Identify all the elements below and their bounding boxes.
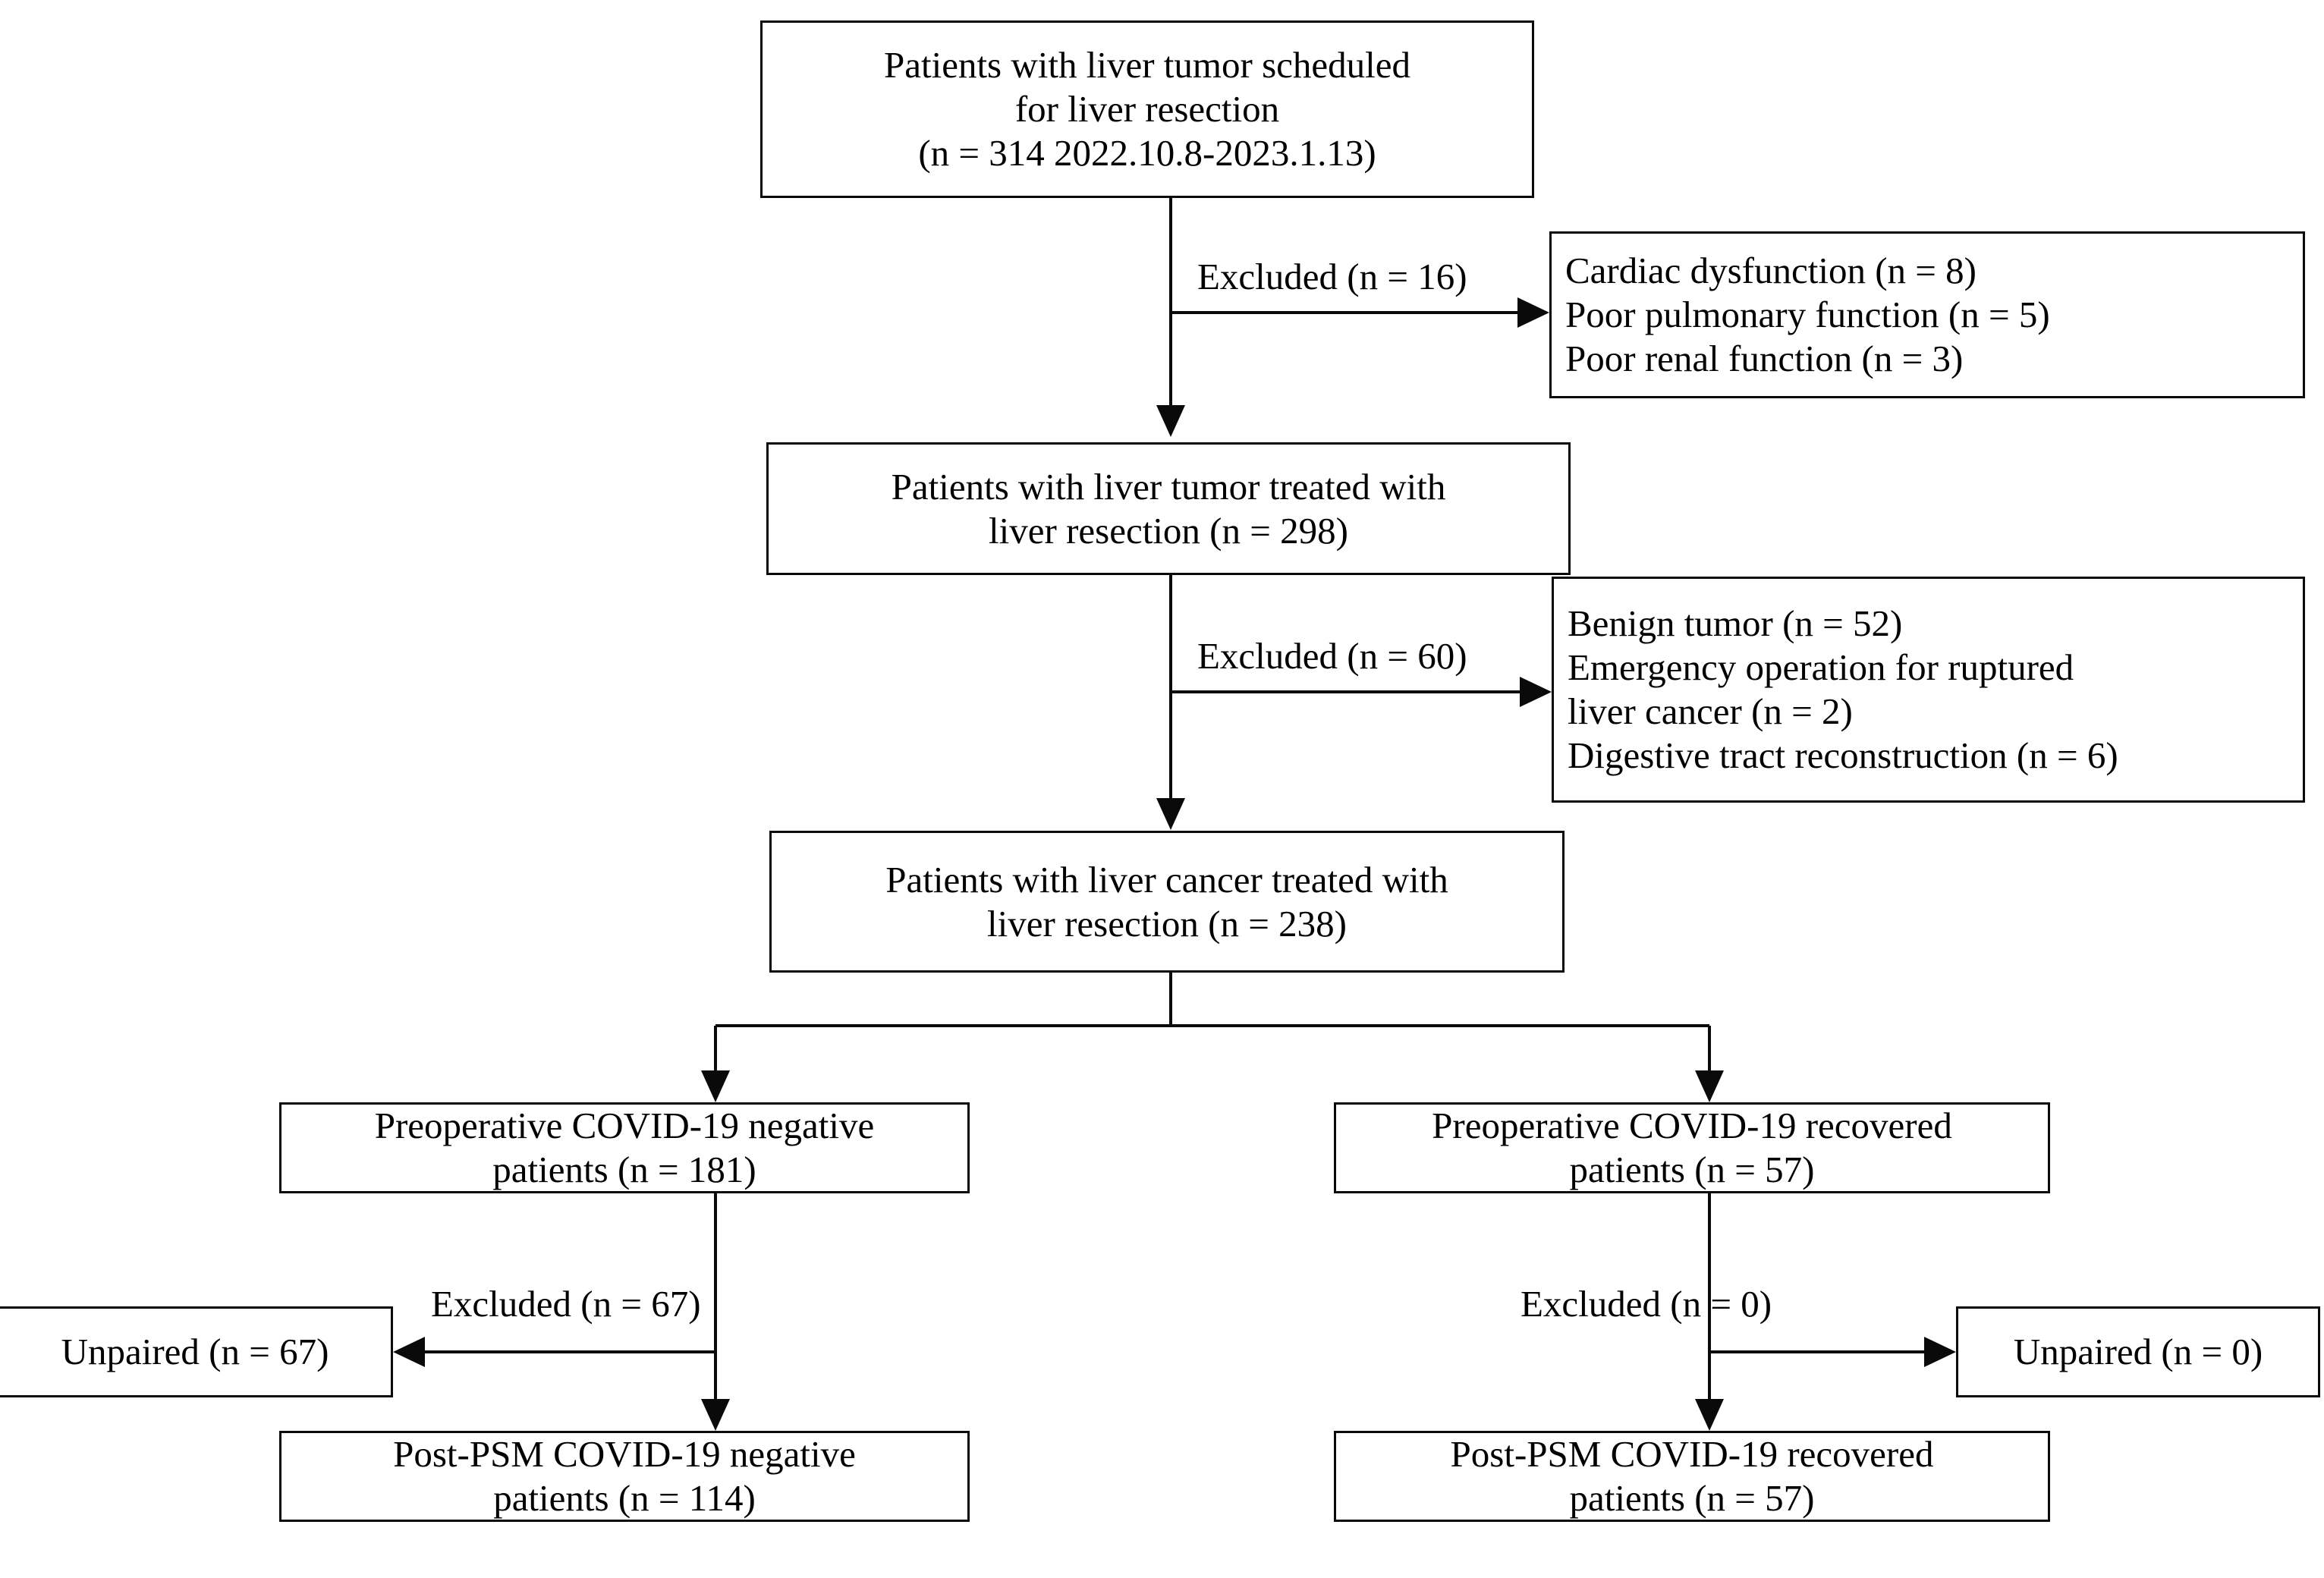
- node-excluded-stage1-reasons: Cardiac dysfunction (n = 8) Poor pulmona…: [1549, 231, 2305, 398]
- node-preop-recovered-line2: patients (n = 57): [1569, 1149, 1815, 1190]
- node-postpsm-negative: Post-PSM COVID-19 negative patients (n =…: [279, 1431, 970, 1522]
- arrowhead-excluded-stage2: [1520, 677, 1552, 707]
- excluded-stage1-reason-3: Poor renal function (n = 3): [1565, 337, 1964, 379]
- node-treated-tumor-line2: liver resection (n = 298): [989, 509, 1348, 552]
- node-treated-cancer-line2: liver resection (n = 238): [987, 902, 1347, 945]
- node-preop-negative-line1: Preoperative COVID-19 negative: [374, 1105, 875, 1147]
- excluded-stage1-reason-1: Cardiac dysfunction (n = 8): [1565, 250, 1977, 292]
- node-unpaired-left: Unpaired (n = 67): [0, 1306, 393, 1397]
- node-preop-recovered: Preoperative COVID-19 recovered patients…: [1334, 1102, 2050, 1193]
- node-treated-cancer-line1: Patients with liver cancer treated with: [885, 858, 1448, 901]
- node-unpaired-right: Unpaired (n = 0): [1956, 1306, 2320, 1397]
- label-excluded-stage1: Excluded (n = 16): [1197, 256, 1467, 297]
- label-excluded-left: Excluded (n = 67): [431, 1283, 701, 1325]
- excluded-stage1-reason-2: Poor pulmonary function (n = 5): [1565, 294, 2050, 336]
- node-preop-recovered-line1: Preoperative COVID-19 recovered: [1432, 1105, 1952, 1147]
- node-scheduled: Patients with liver tumor scheduled for …: [760, 20, 1534, 198]
- arrowhead-treated-cancer: [1156, 798, 1185, 830]
- node-excluded-stage2-reasons: Benign tumor (n = 52) Emergency operatio…: [1552, 577, 2305, 803]
- node-scheduled-line1: Patients with liver tumor scheduled: [883, 44, 1411, 86]
- arrowhead-postpsm-recovered: [1695, 1399, 1724, 1431]
- excluded-stage2-reason-1: Benign tumor (n = 52): [1568, 602, 1903, 645]
- arrowhead-excluded-stage1: [1517, 297, 1549, 328]
- node-scheduled-line2: for liver resection: [1014, 88, 1280, 130]
- node-preop-negative-line2: patients (n = 181): [492, 1149, 756, 1190]
- node-unpaired-right-text: Unpaired (n = 0): [2013, 1331, 2263, 1373]
- node-postpsm-recovered-line2: patients (n = 57): [1569, 1477, 1815, 1519]
- node-preop-negative: Preoperative COVID-19 negative patients …: [279, 1102, 970, 1193]
- node-postpsm-negative-line1: Post-PSM COVID-19 negative: [393, 1433, 856, 1476]
- node-treated-tumor-line1: Patients with liver tumor treated with: [891, 465, 1446, 508]
- arrowhead-unpaired-left: [393, 1337, 425, 1367]
- node-unpaired-left-text: Unpaired (n = 67): [61, 1331, 329, 1373]
- excluded-stage2-reason-2: Emergency operation for ruptured: [1568, 646, 2074, 689]
- node-treated-tumor: Patients with liver tumor treated with l…: [766, 442, 1571, 575]
- node-postpsm-recovered-line1: Post-PSM COVID-19 recovered: [1450, 1433, 1934, 1476]
- label-excluded-stage2: Excluded (n = 60): [1197, 635, 1467, 677]
- excluded-stage2-reason-4: Digestive tract reconstruction (n = 6): [1568, 734, 2118, 776]
- arrowhead-postpsm-negative: [701, 1399, 730, 1431]
- label-excluded-right: Excluded (n = 0): [1521, 1283, 1772, 1325]
- arrowhead-unpaired-right: [1924, 1337, 1956, 1367]
- excluded-stage2-reason-3: liver cancer (n = 2): [1568, 690, 1853, 732]
- node-treated-cancer: Patients with liver cancer treated with …: [769, 831, 1565, 973]
- node-postpsm-negative-line2: patients (n = 114): [493, 1477, 756, 1519]
- arrowhead-treated-tumor: [1156, 405, 1185, 437]
- node-scheduled-line3: (n = 314 2022.10.8-2023.1.13): [918, 131, 1376, 174]
- node-postpsm-recovered: Post-PSM COVID-19 recovered patients (n …: [1334, 1431, 2050, 1522]
- arrowhead-preop-negative: [701, 1070, 730, 1102]
- arrowhead-preop-recovered: [1695, 1070, 1724, 1102]
